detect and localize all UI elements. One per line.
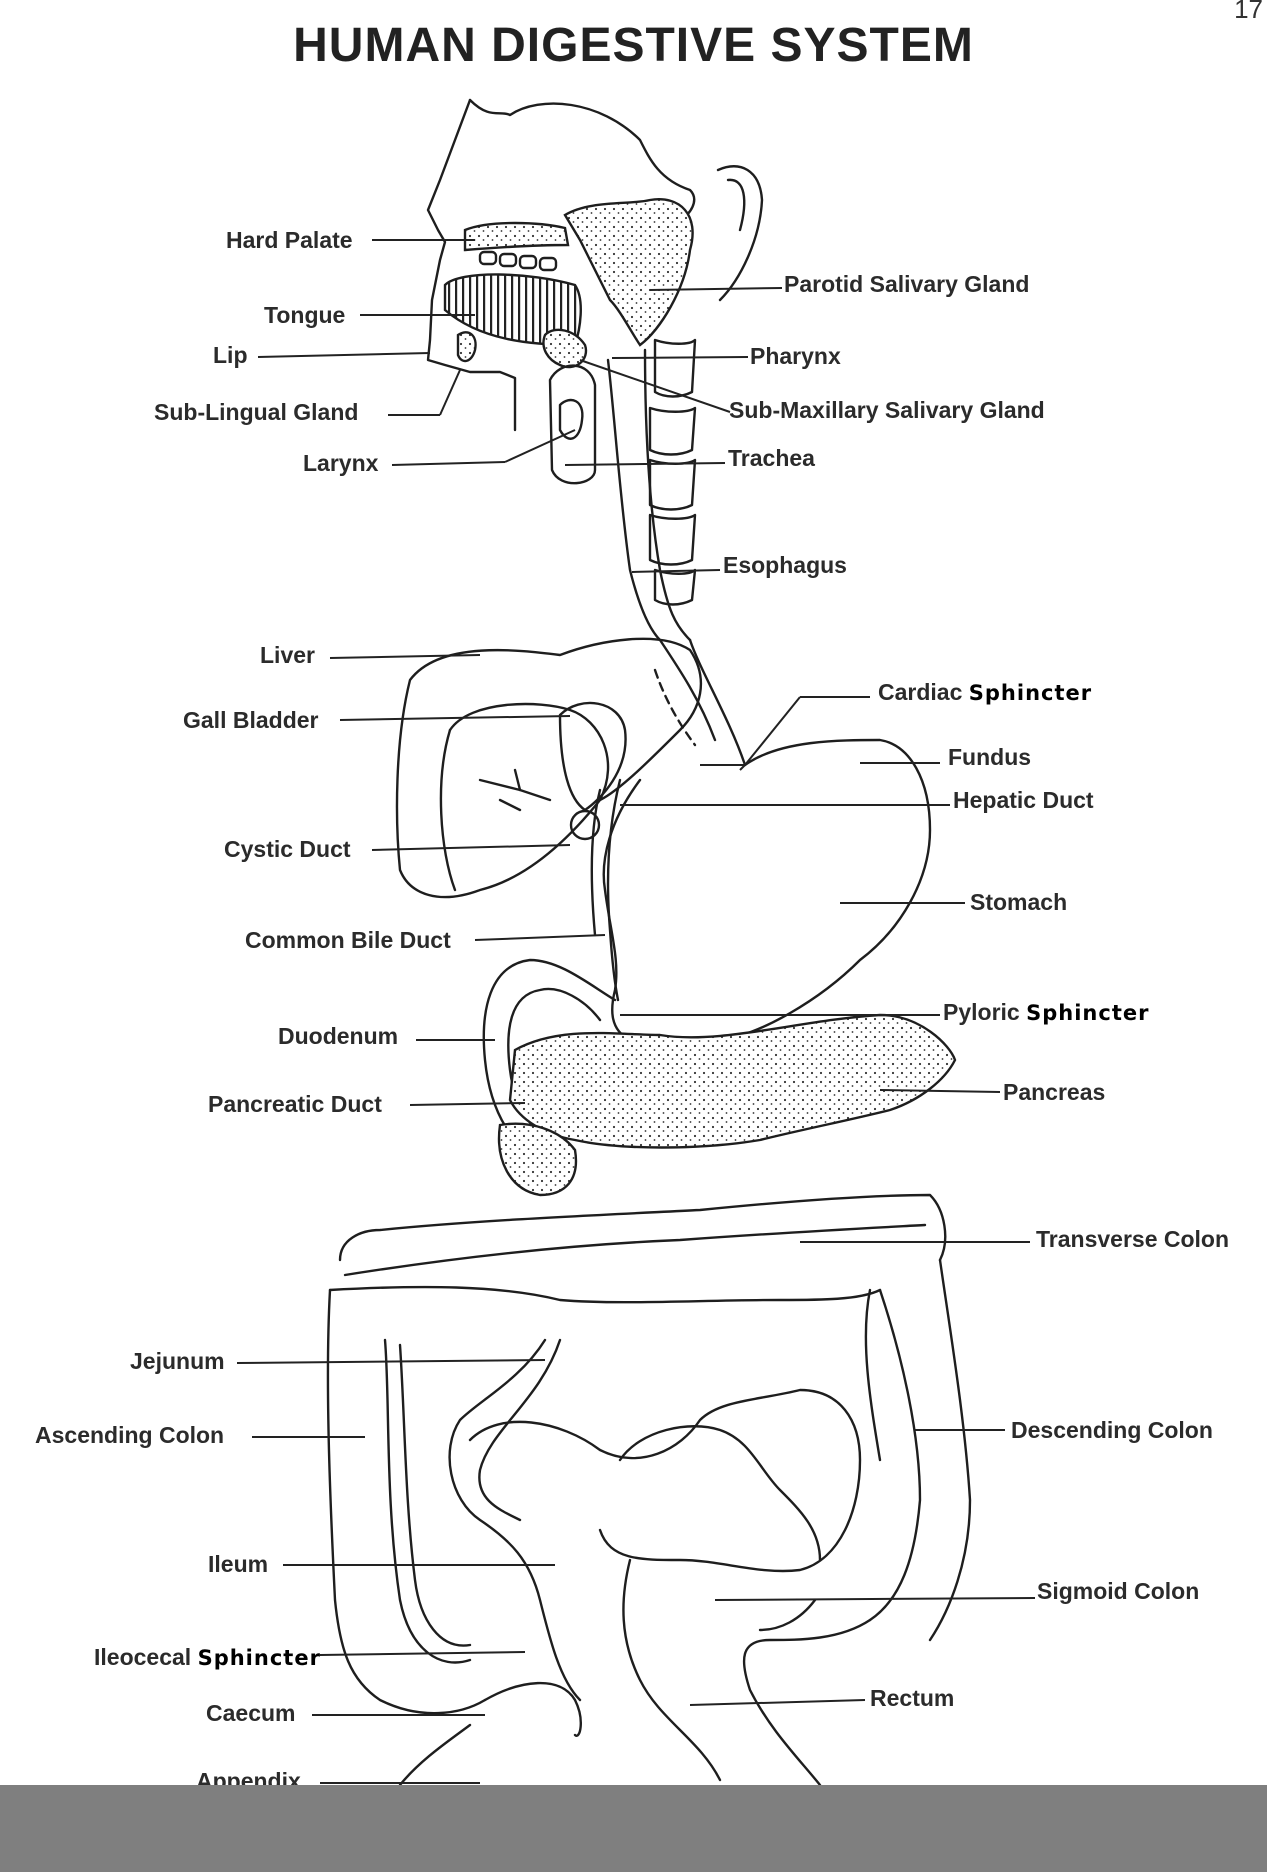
- spine: [648, 338, 697, 606]
- label-pharynx: Pharynx: [750, 343, 841, 369]
- label-tongue: Tongue: [264, 302, 346, 328]
- label-caecum: Caecum: [206, 1700, 296, 1726]
- label-sphincter: Sphincter: [1026, 1001, 1150, 1025]
- label-sub-maxillary-salivary-gland: Sub-Maxillary Salivary Gland: [729, 397, 1045, 423]
- bile-ducts: [569, 778, 622, 1002]
- label-hard-palate: Hard Palate: [226, 227, 353, 253]
- stomach: [602, 638, 932, 1045]
- small-intestine: [448, 1338, 862, 1702]
- leader-lines: [236, 239, 1036, 1784]
- label-transverse-colon: Transverse Colon: [1036, 1226, 1230, 1252]
- label-esophagus: Esophagus: [723, 552, 847, 578]
- label-sigmoid-colon: Sigmoid Colon: [1037, 1578, 1200, 1604]
- label-ileocecal: Ileocecal: [94, 1644, 192, 1670]
- appendix-caecum: [398, 1681, 582, 1785]
- head-outline: [426, 98, 764, 432]
- label-jejunum: Jejunum: [130, 1348, 225, 1374]
- tongue: [443, 273, 582, 347]
- label-cystic-duct: Cystic Duct: [224, 836, 351, 862]
- transverse-colon: [328, 1193, 947, 1304]
- label-larynx: Larynx: [303, 450, 379, 476]
- label-pyloric: Pyloric: [943, 999, 1020, 1025]
- sub-maxillary-gland: [542, 328, 588, 369]
- label-sub-lingual-gland: Sub-Lingual Gland: [154, 399, 359, 425]
- gall-bladder: [478, 701, 627, 812]
- label-pancreatic-duct: Pancreatic Duct: [208, 1091, 382, 1117]
- label-ileum: Ileum: [208, 1551, 269, 1577]
- liver: [395, 637, 703, 899]
- hard-palate: [463, 221, 570, 272]
- label-stomach: Stomach: [970, 889, 1068, 915]
- label-ascending-colon: Ascending Colon: [35, 1422, 225, 1448]
- label-duodenum: Duodenum: [278, 1023, 399, 1049]
- label-liver: Liver: [260, 642, 315, 668]
- label-trachea: Trachea: [728, 445, 815, 471]
- label-common-bile-duct: Common Bile Duct: [245, 927, 451, 953]
- label-fundus: Fundus: [948, 744, 1032, 770]
- parotid-gland: [563, 198, 694, 347]
- label-gall-bladder: Gall Bladder: [183, 707, 319, 733]
- esophagus: [606, 348, 692, 642]
- label-sphincter: Sphincter: [197, 1646, 321, 1670]
- label-cardiac-sphincter: Cardiac Sphincter: [878, 678, 1092, 707]
- label-pyloric-sphincter: Pyloric Sphincter: [943, 998, 1149, 1027]
- larynx-trachea: [548, 364, 597, 485]
- label-hepatic-duct: Hepatic Duct: [953, 787, 1094, 813]
- digestive-system-illustration: [236, 98, 1036, 1785]
- descending-colon: [864, 1258, 972, 1642]
- pancreas: [497, 1013, 957, 1197]
- label-rectum: Rectum: [870, 1685, 955, 1711]
- page-number: 17: [1234, 0, 1263, 24]
- label-cardiac: Cardiac: [878, 679, 963, 705]
- label-sphincter: Sphincter: [968, 681, 1093, 705]
- label-lip: Lip: [213, 342, 248, 368]
- sub-lingual-gland: [456, 331, 477, 363]
- footer-band: [0, 1785, 1267, 1872]
- label-parotid-salivary-gland: Parotid Salivary Gland: [784, 271, 1030, 297]
- label-pancreas: Pancreas: [1003, 1079, 1106, 1105]
- diagram-title: HUMAN DIGESTIVE SYSTEM: [293, 19, 974, 72]
- label-descending-colon: Descending Colon: [1011, 1417, 1213, 1443]
- label-ileocecal-sphincter: Ileocecal Sphincter: [94, 1643, 321, 1672]
- rectum-sigmoid: [622, 1558, 872, 1785]
